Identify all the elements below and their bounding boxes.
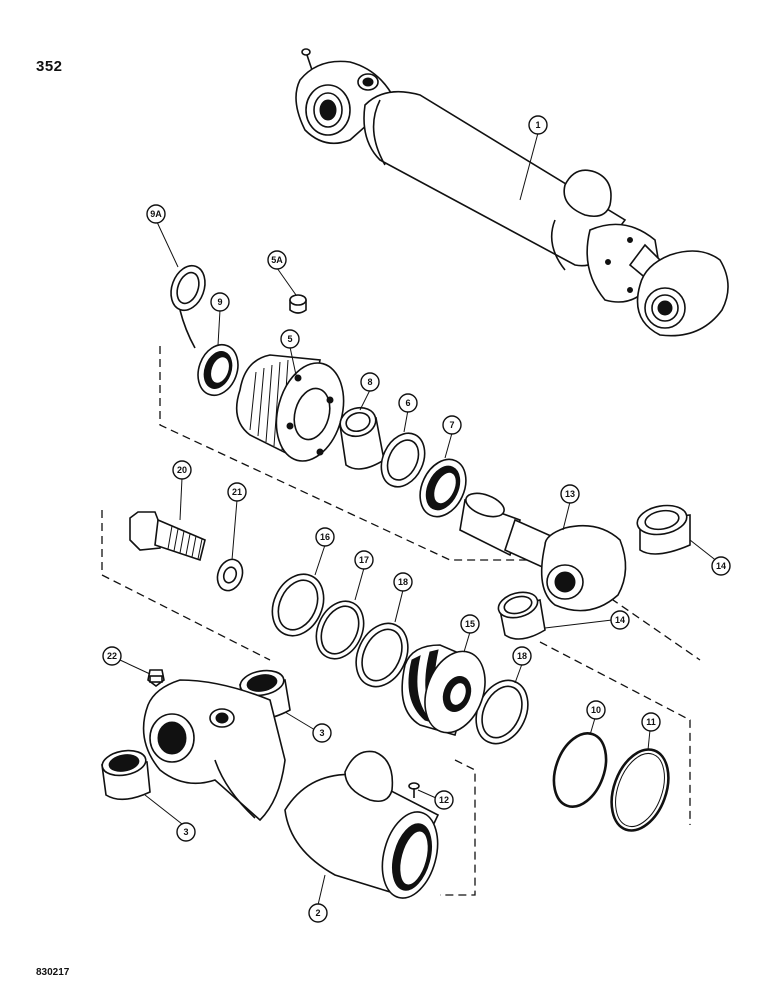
callout-9A: 9A <box>146 204 166 224</box>
svg-text:13: 13 <box>565 489 575 499</box>
cylinder-cap-end <box>142 679 286 822</box>
svg-text:18: 18 <box>398 577 408 587</box>
callout-2: 2 <box>308 903 328 923</box>
bushing-14-upper <box>636 504 691 555</box>
assembled-cylinder <box>295 48 729 337</box>
bushing-8 <box>339 406 385 470</box>
callout-21: 21 <box>227 482 247 502</box>
svg-text:8: 8 <box>367 377 372 387</box>
callout-15: 15 <box>460 614 480 634</box>
svg-text:16: 16 <box>320 532 330 542</box>
callout-3-lower: 3 <box>176 822 196 842</box>
svg-text:9A: 9A <box>150 209 162 219</box>
bolt-20 <box>129 511 206 562</box>
svg-text:20: 20 <box>177 465 187 475</box>
callout-20: 20 <box>172 460 192 480</box>
callout-18-left: 18 <box>393 572 413 592</box>
svg-text:22: 22 <box>107 651 117 661</box>
washer-21 <box>216 558 244 592</box>
callout-7: 7 <box>442 415 462 435</box>
svg-text:15: 15 <box>465 619 475 629</box>
callout-5: 5 <box>280 329 300 349</box>
svg-text:10: 10 <box>591 705 601 715</box>
callout-17: 17 <box>354 550 374 570</box>
svg-text:21: 21 <box>232 487 242 497</box>
callout-13: 13 <box>560 484 580 504</box>
callout-18-right: 18 <box>512 646 532 666</box>
svg-text:3: 3 <box>183 827 188 837</box>
callout-8: 8 <box>360 372 380 392</box>
svg-text:1: 1 <box>535 120 540 130</box>
callout-6: 6 <box>398 393 418 413</box>
svg-text:18: 18 <box>517 651 527 661</box>
callout-16: 16 <box>315 527 335 547</box>
bushing-14-lower <box>497 591 546 640</box>
callout-12: 12 <box>434 790 454 810</box>
callout-10: 10 <box>586 700 606 720</box>
callout-11: 11 <box>641 712 661 732</box>
svg-text:5A: 5A <box>271 255 283 265</box>
piston-group-outline <box>539 641 691 825</box>
bushing-3-lower <box>101 749 151 801</box>
ring-6 <box>380 432 426 488</box>
callout-22: 22 <box>102 646 122 666</box>
grease-fitting-22 <box>147 669 165 687</box>
ring-16 <box>271 573 325 637</box>
callout-9: 9 <box>210 292 230 312</box>
svg-text:7: 7 <box>449 420 454 430</box>
svg-text:3: 3 <box>319 728 324 738</box>
page-number: 352 <box>36 58 63 75</box>
svg-text:11: 11 <box>646 717 656 727</box>
ring-18-left <box>355 622 409 688</box>
svg-text:2: 2 <box>315 908 320 918</box>
piston-15 <box>401 644 486 736</box>
callout-14-lower: 14 <box>610 610 630 630</box>
svg-text:14: 14 <box>716 561 726 571</box>
ring-17 <box>315 600 365 660</box>
wiper-ring-9A <box>170 264 206 349</box>
seal-7 <box>419 458 467 518</box>
backup-ring-11 <box>610 748 670 832</box>
plug-5A <box>289 294 307 314</box>
barrel-group-outline <box>440 759 476 896</box>
callout-5A: 5A <box>267 250 287 270</box>
seal-9 <box>197 343 239 397</box>
svg-text:14: 14 <box>615 615 625 625</box>
ring-18-right <box>475 679 529 745</box>
callout-1: 1 <box>528 115 548 135</box>
barrel-2 <box>284 750 440 899</box>
svg-text:9: 9 <box>217 297 222 307</box>
screw-12 <box>408 782 420 798</box>
o-ring-10 <box>552 732 608 808</box>
gland-5 <box>235 354 345 462</box>
leader-lines <box>119 132 719 906</box>
callout-3-upper: 3 <box>312 723 332 743</box>
callout-14-upper: 14 <box>711 556 731 576</box>
svg-text:12: 12 <box>439 795 449 805</box>
rod-group-outline <box>101 510 271 661</box>
rod-13 <box>459 492 627 612</box>
svg-text:6: 6 <box>405 398 410 408</box>
svg-text:17: 17 <box>359 555 369 565</box>
document-code: 830217 <box>36 967 70 978</box>
svg-text:5: 5 <box>287 334 292 344</box>
